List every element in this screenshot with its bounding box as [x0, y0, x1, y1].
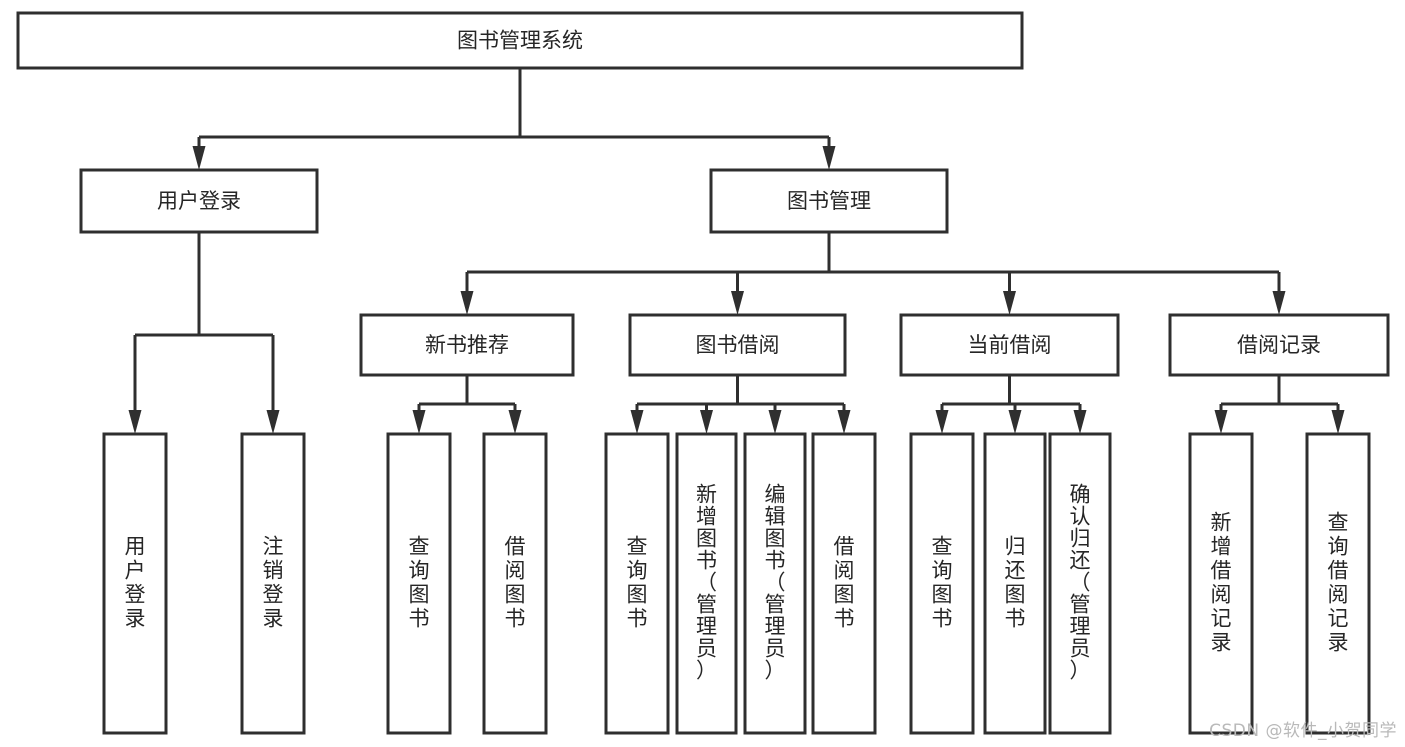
node-label: 新增图书（管理员） [696, 483, 717, 683]
edge-group-user-login [128, 232, 280, 434]
node-label: 当前借阅 [968, 333, 1052, 357]
node-box [79, 168, 319, 234]
node-box [482, 432, 548, 735]
arrow-head-icon [128, 410, 142, 434]
node-label: 编辑图书（管理员） [765, 483, 786, 683]
edge-group-l2-1 [630, 375, 851, 434]
node-box [899, 313, 1120, 377]
arrow-head-icon [768, 410, 782, 434]
node-box [675, 432, 738, 735]
arrow-head-icon [1331, 410, 1345, 434]
node-label: 查询借阅记录 [1328, 511, 1349, 655]
node-label: 新增借阅记录 [1211, 511, 1232, 655]
node-label: 用户登录 [125, 535, 146, 631]
arrow-head-icon [412, 410, 426, 434]
node-box [628, 313, 847, 377]
node-label: 确认归还（管理员） [1070, 483, 1091, 683]
node-leaf-新增图书管理员[interactable]: 新增图书（管理员） [675, 432, 738, 735]
node-label: 图书管理 [787, 189, 871, 213]
node-box [709, 168, 949, 234]
node-label: 归还图书 [1005, 535, 1026, 631]
node-leaf-用户登录[interactable]: 用户登录 [102, 432, 168, 735]
node-label: 用户登录 [157, 189, 241, 213]
edge-group-root [192, 68, 836, 170]
node-box [743, 432, 807, 735]
nodes-layer: 图书管理系统用户登录图书管理新书推荐图书借阅当前借阅借阅记录用户登录注销登录查询… [16, 11, 1390, 735]
edge-group-l2-0 [412, 375, 522, 434]
arrow-head-icon [1008, 410, 1022, 434]
edge-group-book-management [460, 232, 1286, 315]
node-box [16, 11, 1024, 70]
node-box [811, 432, 877, 735]
node-leaf-借阅图书[interactable]: 借阅图书 [482, 432, 548, 735]
node-box [1048, 432, 1112, 735]
arrow-head-icon [1214, 410, 1228, 434]
node-label: 借阅图书 [505, 535, 526, 631]
node-leaf-注销登录[interactable]: 注销登录 [240, 432, 306, 735]
node-box [102, 432, 168, 735]
node-box [1305, 432, 1371, 735]
arrow-head-icon [1003, 291, 1016, 315]
node-label: 借阅记录 [1237, 333, 1321, 357]
edge-group-l2-3 [1214, 375, 1345, 434]
node-root-图书管理系统[interactable]: 图书管理系统 [16, 11, 1024, 70]
node-leaf-新增借阅记录[interactable]: 新增借阅记录 [1188, 432, 1254, 735]
node-box [1168, 313, 1390, 377]
node-leaf-归还图书[interactable]: 归还图书 [983, 432, 1047, 735]
edges-layer [128, 68, 1345, 434]
node-label: 借阅图书 [834, 535, 855, 631]
node-leaf-查询图书[interactable]: 查询图书 [909, 432, 975, 735]
node-l1-图书管理[interactable]: 图书管理 [709, 168, 949, 234]
node-box [604, 432, 670, 735]
node-label: 新书推荐 [425, 333, 509, 357]
node-label: 图书管理系统 [457, 29, 583, 53]
node-leaf-借阅图书[interactable]: 借阅图书 [811, 432, 877, 735]
arrow-head-icon [460, 291, 474, 315]
node-box [240, 432, 306, 735]
arrow-head-icon [1272, 291, 1286, 315]
node-box [359, 313, 575, 377]
node-label: 图书借阅 [696, 333, 780, 357]
node-box [983, 432, 1047, 735]
node-label: 查询图书 [627, 535, 648, 631]
node-leaf-查询图书[interactable]: 查询图书 [386, 432, 452, 735]
node-leaf-查询图书[interactable]: 查询图书 [604, 432, 670, 735]
arrow-head-icon [192, 146, 206, 170]
node-leaf-编辑图书管理员[interactable]: 编辑图书（管理员） [743, 432, 807, 735]
arrow-head-icon [935, 410, 949, 434]
arrow-head-icon [731, 291, 744, 315]
arrow-head-icon [630, 410, 644, 434]
node-l2-当前借阅[interactable]: 当前借阅 [899, 313, 1120, 377]
node-label: 查询图书 [932, 535, 953, 631]
arrow-head-icon [837, 410, 851, 434]
node-l2-图书借阅[interactable]: 图书借阅 [628, 313, 847, 377]
node-label: 注销登录 [263, 535, 284, 631]
arrow-head-icon [1073, 410, 1087, 434]
arrow-head-icon [700, 410, 713, 434]
node-box [1188, 432, 1254, 735]
node-l2-新书推荐[interactable]: 新书推荐 [359, 313, 575, 377]
arrow-head-icon [822, 146, 836, 170]
arrow-head-icon [266, 410, 280, 434]
node-leaf-确认归还管理员[interactable]: 确认归还（管理员） [1048, 432, 1112, 735]
node-l1-用户登录[interactable]: 用户登录 [79, 168, 319, 234]
node-l2-借阅记录[interactable]: 借阅记录 [1168, 313, 1390, 377]
node-box [386, 432, 452, 735]
arrow-head-icon [508, 410, 522, 434]
node-box [909, 432, 975, 735]
edge-group-l2-2 [935, 375, 1087, 434]
node-leaf-查询借阅记录[interactable]: 查询借阅记录 [1305, 432, 1371, 735]
node-label: 查询图书 [409, 535, 430, 631]
